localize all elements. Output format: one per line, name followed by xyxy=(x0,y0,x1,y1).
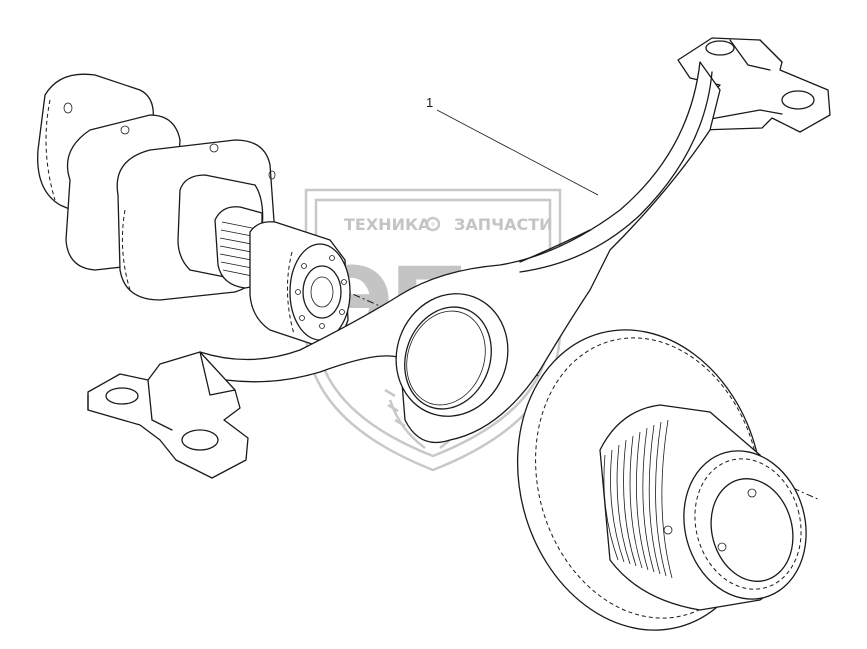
watermark-text-left: ТЕХНИКА xyxy=(344,215,431,234)
watermark-text-right: ЗАПЧАСТИ xyxy=(454,215,553,234)
pulley-grooves xyxy=(603,419,673,579)
callout-1: 1 xyxy=(426,95,599,196)
pulley-drawing xyxy=(516,329,807,631)
arm-drawing xyxy=(87,37,831,479)
gear-icon xyxy=(425,216,441,232)
gear-teeth xyxy=(219,221,263,279)
hub-bolt-holes xyxy=(295,255,347,329)
callout-1-label: 1 xyxy=(426,95,433,110)
crankshaft-drawing xyxy=(37,73,351,346)
